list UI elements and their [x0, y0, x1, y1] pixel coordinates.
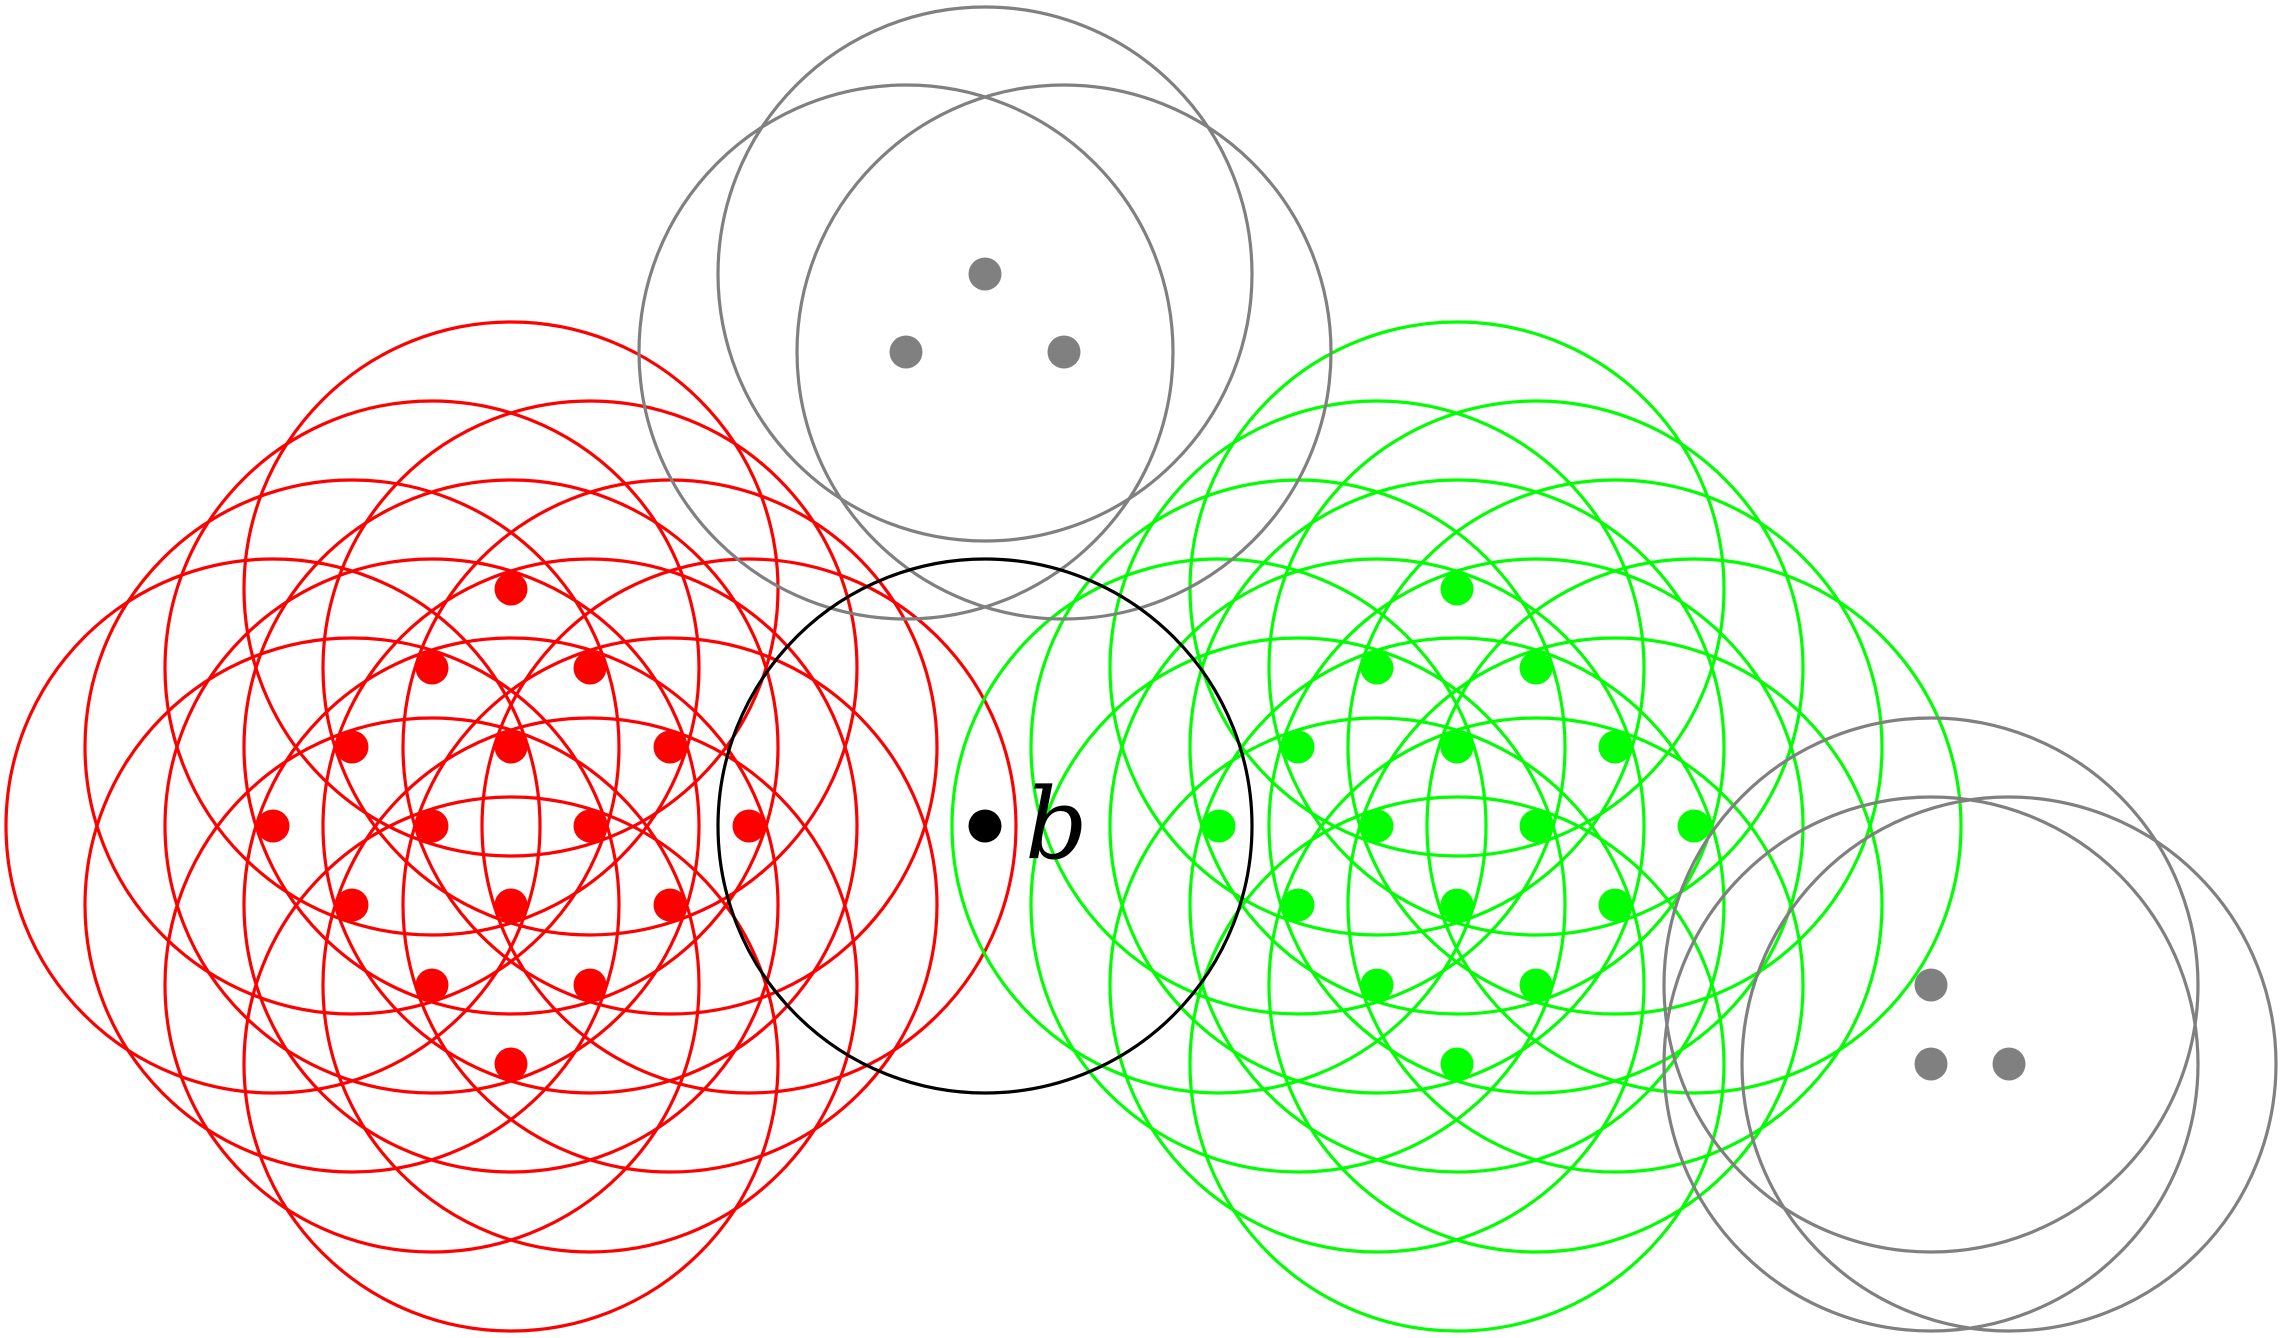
red-disk: [242, 795, 780, 1333]
red-point: [573, 651, 607, 685]
gray-br-disk: [1662, 795, 2200, 1333]
red-point: [256, 809, 290, 843]
red-disk: [321, 716, 859, 1254]
green-point: [1440, 572, 1474, 606]
point-b-group: [716, 557, 1254, 1095]
green-disk: [1108, 557, 1646, 1095]
point-b-disk: [716, 557, 1254, 1095]
gray-top-point: [889, 335, 923, 369]
red-point: [335, 730, 369, 764]
green-disk: [1108, 399, 1646, 937]
green-point: [1440, 888, 1474, 922]
green-disk: [1188, 478, 1726, 1016]
red-disk: [480, 557, 1018, 1095]
red-disk: [242, 636, 780, 1174]
gray-br-point: [1914, 1047, 1948, 1081]
red-point: [653, 888, 687, 922]
green-point: [1281, 730, 1315, 764]
green-point: [1519, 651, 1553, 685]
green-point: [1360, 809, 1394, 843]
red-disk: [83, 478, 621, 1016]
green-point: [1360, 968, 1394, 1002]
green-point: [1440, 730, 1474, 764]
gray-br-disk: [1740, 795, 2278, 1333]
red-point: [494, 1047, 528, 1081]
green-disk: [950, 557, 1488, 1095]
point-b-label: b: [1025, 768, 1088, 882]
green-point: [1202, 809, 1236, 843]
green-point: [1360, 651, 1394, 685]
gray-top-point: [1047, 335, 1081, 369]
red-point: [573, 809, 607, 843]
red-disk: [83, 636, 621, 1174]
gray-top-point: [968, 257, 1002, 291]
red-disk: [242, 478, 780, 1016]
red-disk: [163, 557, 701, 1095]
gray-bottom-right-cluster: [1662, 716, 2278, 1333]
green-disk: [1267, 399, 1805, 937]
red-disk: [321, 399, 859, 937]
green-disk: [1425, 557, 1963, 1095]
gray-br-disk: [1662, 716, 2200, 1254]
red-disk: [163, 399, 701, 937]
green-disk: [1346, 478, 1884, 1016]
red-point: [415, 651, 449, 685]
red-point: [415, 809, 449, 843]
red-point: [335, 888, 369, 922]
green-disk: [1188, 795, 1726, 1333]
gray-top-disk: [795, 83, 1333, 621]
red-disk: [242, 320, 780, 858]
red-cluster: [4, 320, 1018, 1333]
green-disk: [1267, 557, 1805, 1095]
red-disk: [321, 557, 859, 1095]
red-point: [494, 888, 528, 922]
green-disk: [1267, 716, 1805, 1254]
gray-top-cluster: [637, 5, 1333, 621]
red-point: [494, 730, 528, 764]
green-disk: [1346, 636, 1884, 1174]
green-point: [1519, 809, 1553, 843]
gray-top-disk: [716, 5, 1254, 543]
red-disk: [163, 716, 701, 1254]
red-disk: [4, 557, 542, 1095]
green-point: [1598, 888, 1632, 922]
gray-top-disk: [637, 83, 1175, 621]
red-point: [732, 809, 766, 843]
green-point: [1598, 730, 1632, 764]
red-point: [573, 968, 607, 1002]
red-point: [494, 572, 528, 606]
red-point: [653, 730, 687, 764]
green-cluster: [950, 320, 1963, 1333]
red-point: [415, 968, 449, 1002]
gray-br-point: [1992, 1047, 2026, 1081]
green-point: [1281, 888, 1315, 922]
green-point: [1440, 1047, 1474, 1081]
green-disk: [1188, 636, 1726, 1174]
green-point: [1519, 968, 1553, 1002]
green-disk: [1108, 716, 1646, 1254]
green-point: [1677, 809, 1711, 843]
point-b: [968, 809, 1002, 843]
green-disk: [1029, 636, 1567, 1174]
gray-br-point: [1914, 968, 1948, 1002]
red-disk: [401, 636, 939, 1174]
